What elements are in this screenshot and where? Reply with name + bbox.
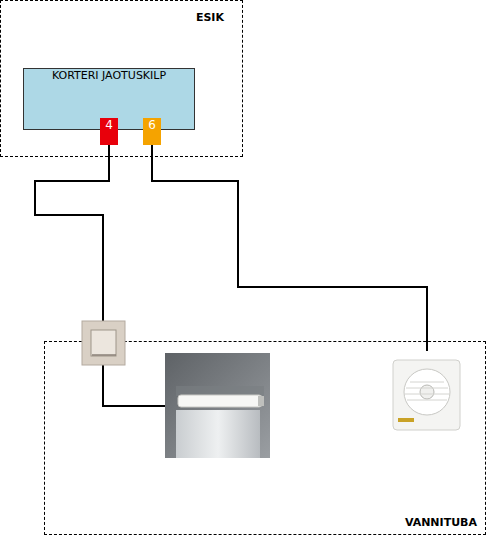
fan-body <box>393 360 460 430</box>
light-switch <box>82 321 125 365</box>
lamp-end <box>258 396 264 406</box>
room-box: ESIK KORTERI JAOTUSKILP 4 6 <box>0 0 243 157</box>
circuit-number: 6 <box>143 118 161 145</box>
mirror-lamp <box>165 353 270 458</box>
exhaust-fan <box>393 360 460 430</box>
distribution-board: KORTERI JAOTUSKILP 4 6 <box>23 68 195 130</box>
mirror <box>176 410 260 458</box>
circuit-number: 4 <box>100 118 118 145</box>
node-label: KORTERI JAOTUSKILP <box>24 69 194 82</box>
node-label: 6 <box>143 118 161 132</box>
wire <box>35 145 109 321</box>
lamp-bar <box>178 395 262 407</box>
node-label: VANNITUBA <box>405 516 477 529</box>
node-label: 4 <box>100 118 118 132</box>
switch-rocker <box>91 330 116 356</box>
switch-shadow <box>92 354 116 356</box>
lamp-photo <box>165 353 270 458</box>
fan-grille <box>405 382 449 400</box>
wire <box>152 145 427 351</box>
wire <box>103 365 165 406</box>
node-label: ESIK <box>196 11 224 24</box>
fan-hub <box>420 385 434 399</box>
fan-ring <box>404 369 450 415</box>
switch-plate <box>82 321 125 365</box>
fan-logo <box>398 418 414 422</box>
